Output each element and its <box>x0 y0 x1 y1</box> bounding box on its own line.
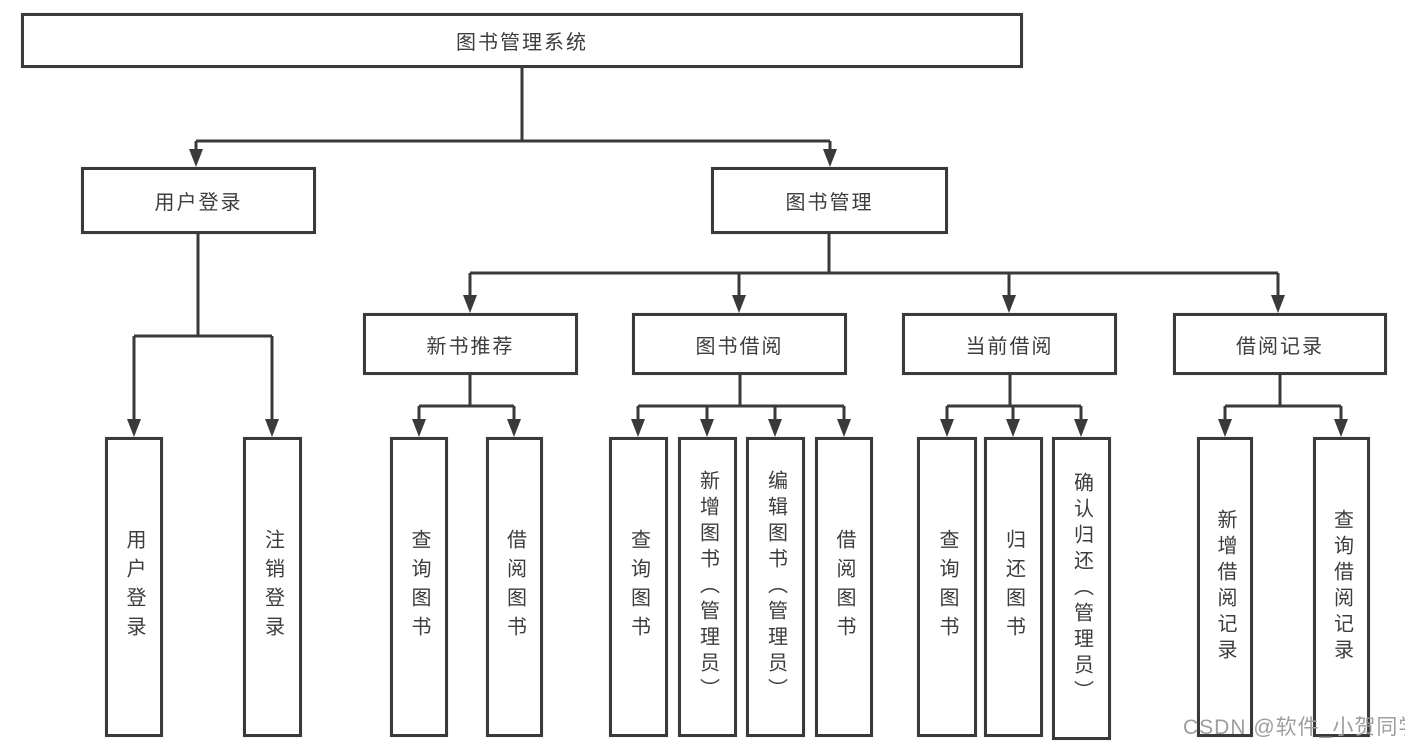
node-new-book-recommend: 新书推荐 <box>363 313 578 375</box>
leaf-query-books-recommend: 查询图书 <box>390 437 448 737</box>
leaf-add-borrow-record-label: 新增借阅记录 <box>1214 509 1236 665</box>
node-current-borrow-label: 当前借阅 <box>965 335 1054 358</box>
leaf-borrow-books: 借阅图书 <box>815 437 873 737</box>
node-borrow-records-label: 借阅记录 <box>1236 335 1324 358</box>
csdn-watermark: CSDN @软件_小贺同学 <box>1183 716 1405 739</box>
node-user-login: 用户登录 <box>81 167 316 234</box>
leaf-logout-label: 注销登录 <box>261 529 284 645</box>
node-book-borrow-label: 图书借阅 <box>695 335 784 358</box>
leaf-add-book-admin-label: 新增图书（管理员） <box>696 470 719 704</box>
leaf-borrow-books-recommend-label: 借阅图书 <box>503 529 526 645</box>
node-library-system-label: 图书管理系统 <box>456 32 588 54</box>
leaf-add-book-admin: 新增图书（管理员） <box>678 437 737 737</box>
leaf-add-borrow-record: 新增借阅记录 <box>1197 437 1253 737</box>
leaf-query-borrow-record-label: 查询借阅记录 <box>1330 509 1353 665</box>
node-book-borrow: 图书借阅 <box>632 313 847 375</box>
leaf-query-books-current: 查询图书 <box>917 437 977 737</box>
node-new-book-recommend-label: 新书推荐 <box>426 335 515 358</box>
leaf-confirm-return-admin-label: 确认归还（管理员） <box>1070 471 1093 706</box>
leaf-return-books-label: 归还图书 <box>1002 529 1025 645</box>
leaf-query-borrow-record: 查询借阅记录 <box>1313 437 1370 737</box>
leaf-user-login-label: 用户登录 <box>123 529 145 645</box>
leaf-user-login: 用户登录 <box>105 437 163 737</box>
arrowheads <box>127 149 1348 437</box>
node-borrow-records: 借阅记录 <box>1173 313 1387 375</box>
leaf-confirm-return-admin: 确认归还（管理员） <box>1052 437 1111 740</box>
leaf-edit-book-admin-label: 编辑图书（管理员） <box>764 470 787 704</box>
leaf-edit-book-admin: 编辑图书（管理员） <box>746 437 805 737</box>
node-book-management-label: 图书管理 <box>785 192 874 214</box>
leaf-logout: 注销登录 <box>243 437 302 737</box>
leaf-query-books-current-label: 查询图书 <box>936 529 958 645</box>
node-user-login-label: 用户登录 <box>154 192 243 214</box>
leaf-query-books-borrow: 查询图书 <box>609 437 668 737</box>
leaf-borrow-books-recommend: 借阅图书 <box>486 437 543 737</box>
node-book-management: 图书管理 <box>711 167 948 234</box>
leaf-query-books-recommend-label: 查询图书 <box>408 529 430 645</box>
leaf-query-books-borrow-label: 查询图书 <box>627 529 650 645</box>
node-library-system: 图书管理系统 <box>21 13 1023 68</box>
leaf-return-books: 归还图书 <box>984 437 1043 737</box>
node-current-borrow: 当前借阅 <box>902 313 1117 375</box>
leaf-borrow-books-label: 借阅图书 <box>833 529 855 645</box>
